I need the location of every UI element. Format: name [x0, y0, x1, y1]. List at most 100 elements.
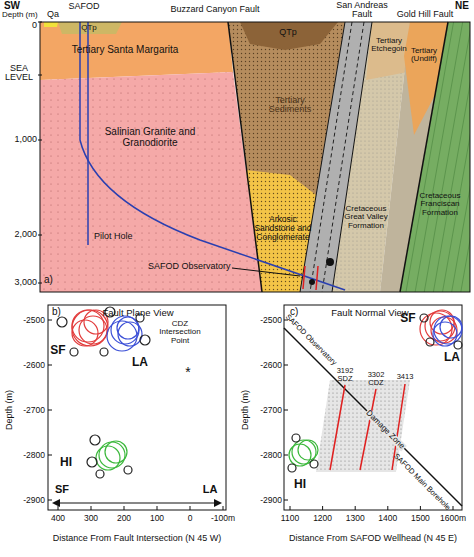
granite-unit [40, 72, 262, 292]
map-label: 0 [188, 514, 193, 523]
map-label: San Andreas Fault [333, 1, 391, 20]
map-label: HI [294, 478, 306, 491]
event-ring [117, 317, 139, 339]
leader-line [232, 268, 300, 276]
map-label: HI [60, 456, 72, 469]
event-ring [57, 317, 67, 327]
observatory-mark [303, 266, 305, 289]
event-ring [420, 314, 428, 322]
pilot-hole [87, 22, 89, 245]
map-label: 300 [84, 514, 98, 523]
event-ring [96, 470, 104, 478]
map-label: a) [44, 275, 53, 286]
event-ring [72, 320, 98, 346]
panel-a [38, 22, 470, 292]
gold-hill-fault-line [400, 22, 448, 292]
event-ring [111, 316, 139, 344]
panel-c [284, 305, 462, 510]
map-label: 1100 [281, 514, 299, 523]
map-label: 3,000 [14, 278, 37, 287]
tick [223, 506, 224, 510]
event-ring [433, 322, 457, 346]
map-label: Qa [47, 10, 59, 19]
map-label: Fault Normal View [331, 308, 408, 318]
map-label: SF [400, 312, 415, 325]
map-label: 1200 [313, 514, 332, 523]
map-label: Arkosic Sandstone and Conglomerate [254, 215, 312, 242]
tick [38, 283, 42, 284]
borehole-line [284, 328, 462, 506]
map-label: -100m [211, 514, 235, 523]
map-label: LA [444, 351, 460, 364]
tick [284, 410, 288, 411]
tick [48, 455, 52, 456]
event-ring [72, 310, 104, 342]
map-label: 100 [150, 514, 164, 523]
tick [453, 506, 454, 510]
map-label: LA [203, 484, 218, 496]
map-label: Fault Plane View [102, 308, 173, 318]
map-label: Depth (m) [2, 11, 38, 19]
event-ring [96, 446, 120, 470]
map-label: Damage Zone [363, 408, 406, 451]
tick [284, 455, 288, 456]
event-ring [454, 341, 462, 349]
map-label: Tertiary Sediments [255, 96, 325, 115]
event-ring [431, 317, 457, 343]
event-ring [298, 440, 318, 460]
event-ring [440, 316, 462, 338]
arrow-head [52, 499, 60, 507]
map-label: LA [132, 356, 148, 369]
event-ring [70, 348, 78, 356]
event-ring [289, 444, 311, 466]
direction-arrow [58, 503, 216, 504]
map-label: Salinian Granite and Granodiorite [95, 127, 205, 148]
map-label: QTp [81, 24, 97, 32]
map-label: Distance From SAFOD Wellhead (N 45 E) [283, 534, 463, 543]
tick [387, 506, 388, 510]
map-label: 1400 [378, 514, 397, 523]
map-label: 1500 [411, 514, 430, 523]
map-label: NE [455, 1, 469, 12]
map-label: Buzzard Canyon Fault [170, 5, 259, 14]
map-label: -2600 [23, 361, 45, 370]
tick [38, 22, 42, 23]
map-label: 3413 [397, 373, 414, 381]
map-label: -2800 [260, 451, 282, 460]
map-label: -2600 [260, 361, 282, 370]
tick [284, 365, 288, 366]
tick [48, 500, 52, 501]
qtp-unit [58, 22, 122, 34]
event-ring [434, 316, 462, 344]
tick [420, 506, 421, 510]
map-label: Distance From Fault Intersection (N 45 W… [42, 534, 232, 543]
map-label: Gold Hill Fault [397, 10, 454, 19]
tick [58, 506, 59, 510]
map-label: b) [52, 307, 61, 318]
map-label: SAFOD Observatory [148, 262, 231, 271]
map-label: -2500 [23, 316, 45, 325]
main-borehole [80, 22, 345, 290]
tick [91, 506, 92, 510]
event-ring [310, 460, 318, 468]
zone-marker [330, 385, 345, 470]
event-ring [420, 313, 452, 345]
tick [38, 235, 42, 236]
tick [355, 506, 356, 510]
granite-texture [40, 72, 262, 292]
tick [157, 506, 158, 510]
map-label: Depth (m) [241, 390, 250, 430]
map-label: 400 [51, 514, 65, 523]
franciscan-unit [400, 22, 470, 292]
map-label: 1600m [440, 514, 466, 523]
map-label: Tertiary (Undiff) [406, 47, 442, 64]
tick [322, 506, 323, 510]
arrow-head [214, 499, 222, 507]
map-label: Pilot Hole [94, 232, 133, 241]
qa-unit [44, 22, 58, 27]
event-rings [288, 310, 462, 472]
map-label: 2,000 [14, 230, 37, 239]
map-label: -2900 [260, 496, 282, 505]
map-label: SF [50, 344, 65, 357]
ticks [48, 320, 223, 510]
